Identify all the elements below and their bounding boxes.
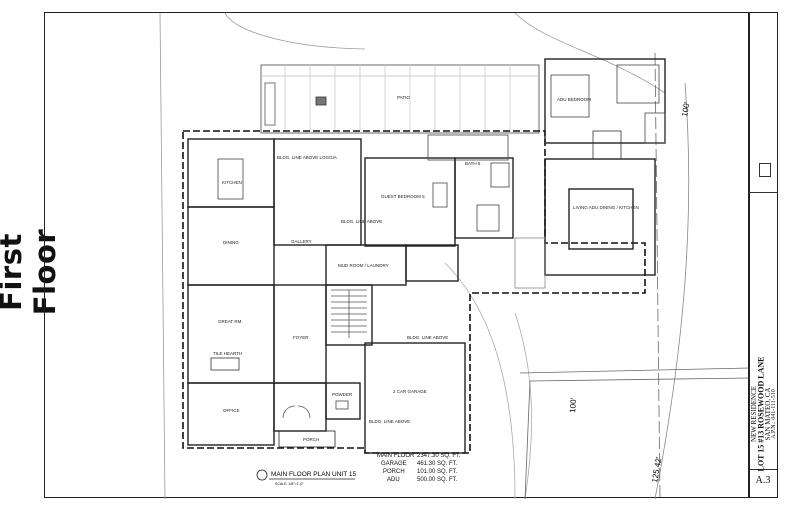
area-label: MAIN FLOOR (377, 453, 415, 459)
room-label-kitchen: KITCHEN (222, 180, 242, 185)
room-label-mud-room: MUD ROOM / LAUNDRY (338, 263, 389, 268)
project-apn: A.P.N.: 041-111-510 (771, 388, 777, 439)
dim-label: 125.42' (650, 456, 663, 484)
room-label-patio: PATIO (397, 95, 410, 100)
room-label-guest-bedroom: GUEST BEDROOM 5 (381, 194, 425, 199)
area-value: 461.30 SQ. FT. (417, 461, 458, 467)
drawing-sheet: 100' 100' 125.42' PATIO KITCHEN DINING G… (44, 12, 751, 500)
area-value: 101.00 SQ. FT. (417, 469, 458, 475)
note-bldg-line: BLDG. LINE ABOVE (341, 219, 382, 224)
area-label: ADU (387, 477, 400, 483)
title-block: NEW RESIDENCE LOT 15 #13 ROSEWOOD LANE S… (748, 12, 778, 498)
room-label-adu-bedroom: ADU BEDROOM (557, 97, 591, 102)
title-block-project: NEW RESIDENCE LOT 15 #13 ROSEWOOD LANE S… (749, 356, 777, 471)
room-label-dining: DINING (223, 240, 239, 245)
area-table: MAIN FLOOR 2347.30 SQ. FT. GARAGE 461.30… (377, 453, 461, 483)
floor-plan: 100' 100' 125.42' PATIO KITCHEN DINING G… (159, 12, 751, 500)
room-label-great-rm: GREAT RM. (218, 319, 243, 324)
plan-scale: SCALE: 1/8"=1'-0" (275, 482, 304, 486)
room-label-porch: PORCH (303, 437, 319, 442)
room-label-bath: BATH 5 (465, 161, 481, 166)
firm-logo-icon (759, 163, 771, 177)
area-label: PORCH (383, 469, 405, 475)
dim-label: 100' (568, 397, 578, 413)
note-bldg-line: BLDG. LINE ABOVE (407, 335, 448, 340)
room-label-office: OFFICE (223, 408, 240, 413)
room-label-garage: 2 CAR GARAGE (393, 389, 427, 394)
plan-title-bubble (256, 469, 268, 481)
note-bldg-line: BLDG. LINE ABOVE (369, 419, 410, 424)
note-bldg-line-loggia: BLDG. LINE ABOVE LOGGIA (277, 155, 337, 160)
room-label-living: LIVING ADU DINING / KITCHEN (573, 205, 639, 210)
room-label-powder: POWDER (332, 392, 353, 397)
title-block-logo-area (749, 13, 777, 193)
area-value: 2347.30 SQ. FT. (417, 453, 461, 459)
area-label: GARAGE (381, 461, 407, 467)
plan-title: MAIN FLOOR PLAN UNIT 15 (271, 471, 357, 478)
sheet-number: A.3 (755, 475, 771, 486)
room-label-foyer: FOYER (293, 335, 309, 340)
dim-label: 100' (680, 101, 692, 118)
room-label-tile-hearth: TILE HEARTH (213, 351, 242, 356)
area-value: 500.00 SQ. FT. (417, 477, 458, 483)
room-label-gallery: GALLERY (291, 239, 312, 244)
